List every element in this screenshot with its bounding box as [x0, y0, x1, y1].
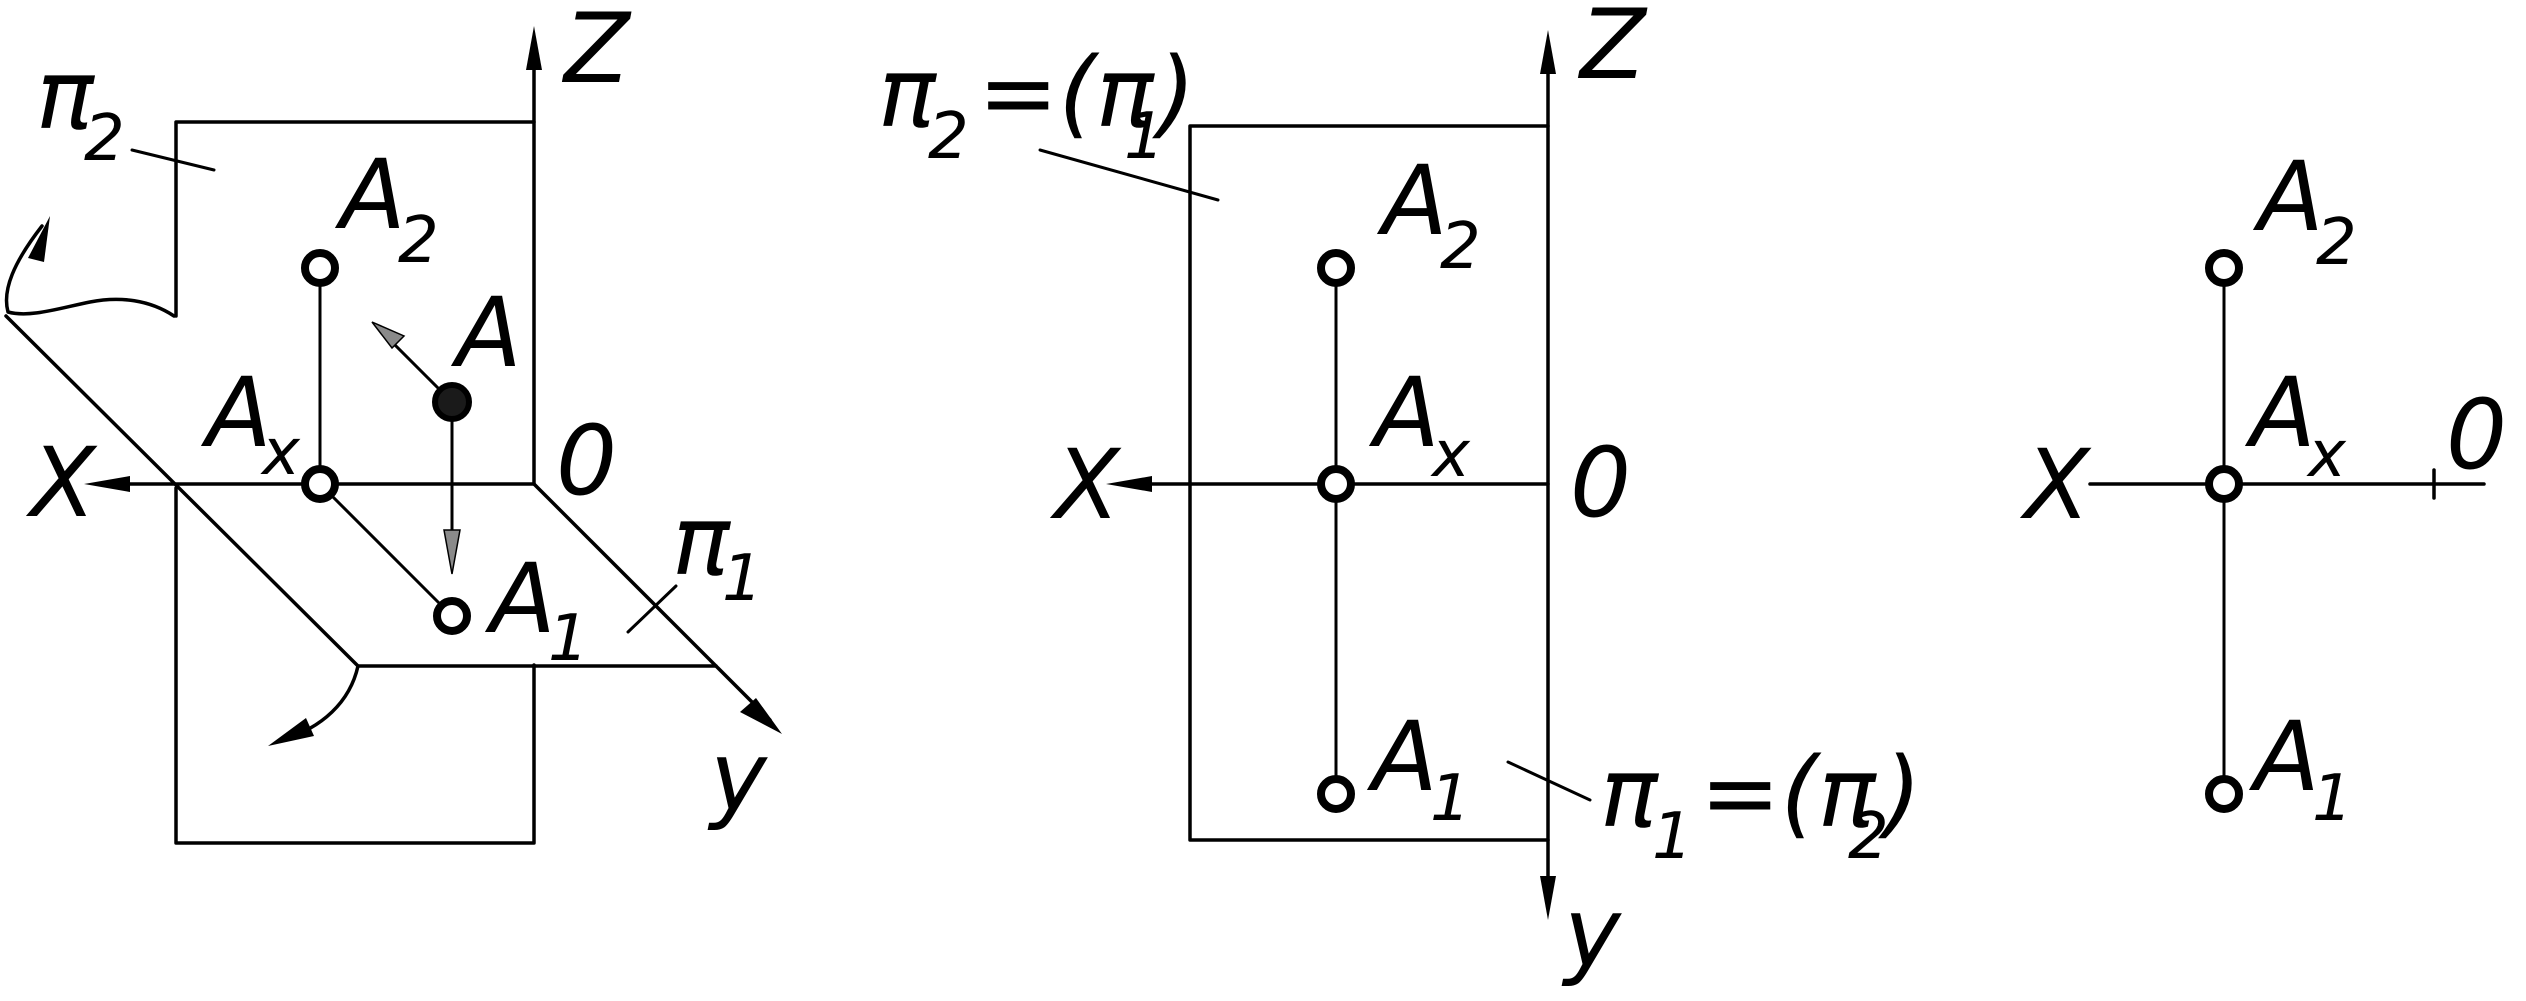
y-axis-arrowhead-2 [1540, 876, 1556, 920]
label-y-2: y [1561, 877, 1622, 989]
label-a2: A [334, 139, 406, 251]
label-p1-close: ) [1878, 737, 1921, 849]
label-a1-sub-3: 1 [2312, 762, 2353, 836]
label-p2: π [36, 39, 96, 151]
label-a1-3: A [2248, 701, 2320, 813]
y-axis-arrowhead [740, 698, 782, 734]
label-p2-eq: =(π [978, 37, 1156, 149]
point-a1-2 [1317, 775, 1355, 813]
label-a1-2: A [1366, 701, 1438, 813]
label-x: X [25, 427, 98, 539]
point-ax-2 [1317, 465, 1355, 503]
p2-leader [130, 148, 216, 172]
x-axis-arrowhead-2 [1106, 476, 1152, 492]
label-o: 0 [556, 405, 617, 517]
point-a [432, 382, 472, 422]
point-a2-2 [1317, 249, 1355, 287]
point-ax [301, 465, 339, 503]
label-p2-2: π [878, 37, 938, 149]
label-z: Z [561, 0, 632, 105]
label-ax-2: A [1368, 357, 1440, 469]
label-z-2: Z [1577, 0, 1648, 101]
label-a1-sub-2: 1 [1430, 762, 1471, 836]
label-ax-sub-3: x [2306, 418, 2347, 492]
label-ax-sub-2: x [1430, 418, 1471, 492]
label-p2-sub: 2 [84, 102, 125, 176]
point-a2 [301, 249, 339, 287]
label-p2-close: ) [1152, 37, 1195, 149]
a-a2-projector-arrow [371, 321, 406, 350]
epure-panel: X 0 A 2 A x A 1 [2019, 141, 2507, 836]
rotation-arrowhead-lower [268, 718, 314, 746]
label-x-3: X [2019, 429, 2092, 541]
z-axis-arrowhead-2 [1540, 30, 1556, 74]
point-a1-3 [2205, 775, 2243, 813]
label-p1-2: π [1600, 737, 1660, 849]
label-p1-sub: 1 [722, 542, 763, 616]
label-a2-3: A [2252, 141, 2324, 253]
label-o-2: 0 [1570, 427, 1631, 539]
x-axis-arrowhead [84, 476, 130, 492]
label-p1-sub-2: 1 [1652, 800, 1693, 874]
label-ax-sub: x [260, 416, 301, 490]
point-a2-3 [2205, 249, 2243, 287]
ax-a1-line [318, 482, 454, 618]
label-a2-sub-2: 2 [1440, 210, 1481, 284]
label-p1: π [672, 485, 732, 597]
label-y: y [707, 721, 768, 833]
label-a: A [450, 277, 522, 389]
z-axis-arrowhead [526, 26, 542, 70]
plane-p2-lower-outline [174, 486, 536, 845]
label-x-2: X [1049, 429, 1122, 541]
label-a1: A [484, 543, 556, 655]
point-a1 [433, 597, 471, 635]
spatial-model-panel: π 2 Z X 0 y π 1 A A 2 A x A 1 [4, 0, 782, 845]
plane-p2-outline [174, 120, 536, 318]
label-a2-sub-3: 2 [2316, 206, 2357, 280]
label-a2-2: A [1376, 145, 1448, 257]
label-p1-eq: =(π [1700, 737, 1878, 849]
unfolded-planes-panel: π 2 =(π 1 ) Z X 0 y A 2 A x A 1 π 1 =(π … [878, 0, 1921, 989]
a-a1-projector-arrow [443, 529, 461, 575]
label-p2-eq-sub: 1 [1124, 100, 1165, 174]
p2-leader-2 [1038, 148, 1220, 202]
label-p2-sub-2: 2 [928, 100, 969, 174]
p1-leader [626, 584, 678, 634]
label-a1-sub: 1 [548, 602, 589, 676]
y-axis [532, 482, 772, 722]
label-a2-sub: 2 [398, 204, 439, 278]
label-o-3: 0 [2446, 379, 2507, 491]
p1-leader-2 [1506, 760, 1592, 802]
label-ax: A [200, 357, 272, 469]
rotation-arrow-upper [4, 224, 176, 318]
label-p1-eq-sub: 2 [1848, 800, 1889, 874]
rotation-arrowhead-upper [28, 216, 50, 262]
point-ax-3 [2205, 465, 2243, 503]
label-ax-3: A [2244, 357, 2316, 469]
